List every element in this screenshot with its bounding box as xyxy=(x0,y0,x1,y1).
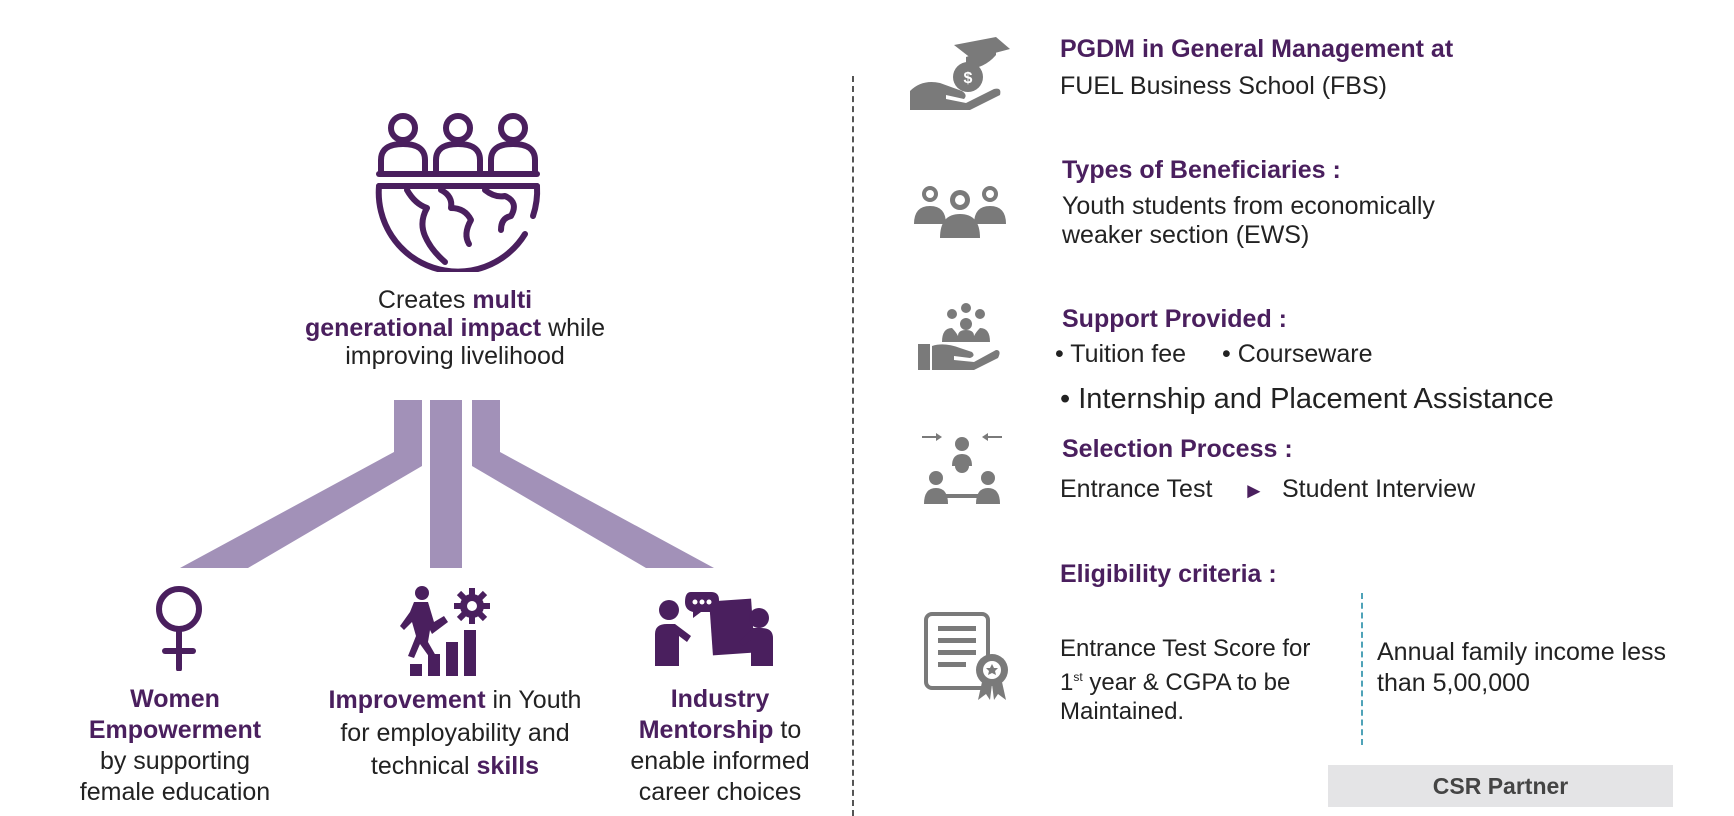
support-item-courseware: • Courseware xyxy=(1222,340,1373,368)
eligibility-separator xyxy=(1361,593,1363,745)
svg-text:$: $ xyxy=(964,70,973,87)
vertical-divider xyxy=(852,76,854,816)
hand-people-icon xyxy=(918,303,1000,370)
eligibility-left-line2-num: 1 xyxy=(1060,669,1074,696)
eligibility-right-line1: Annual family income less xyxy=(1377,638,1667,666)
pillar-2-bold: Improvement xyxy=(328,686,486,714)
impact-line1-bold: multi xyxy=(472,286,533,314)
eligibility-left-line1: Entrance Test Score for xyxy=(1060,635,1311,662)
eligibility-right-line2: than 5,00,000 xyxy=(1377,669,1530,697)
pillar-2-line3-pre: technical xyxy=(370,752,477,780)
selection-process-icon xyxy=(922,433,1002,504)
impact-line3: improving livelihood xyxy=(345,342,565,370)
eligibility-title: Eligibility criteria : xyxy=(1060,560,1277,588)
beneficiaries-line1: Youth students from economically xyxy=(1062,192,1435,220)
impact-line2-post: while xyxy=(541,314,606,342)
pillar-3-line4: career choices xyxy=(638,778,802,806)
pillar-1-bold-1: Women xyxy=(130,685,220,713)
stairs-gear-icon xyxy=(400,586,490,676)
branch-connector xyxy=(180,400,714,568)
selection-title: Selection Process : xyxy=(1062,435,1293,463)
eligibility-left-line2-sup: st xyxy=(1073,670,1083,684)
support-item-internship: • Internship and Placement Assistance xyxy=(1060,383,1554,415)
people-globe-icon xyxy=(375,113,541,272)
pillar-youth-improvement: Improvement in Youth for employability a… xyxy=(300,684,610,783)
impact-line1-pre: Creates xyxy=(377,286,473,314)
impact-statement: Creates multi generational impact while … xyxy=(260,286,650,370)
pillar-1-line3: by supporting xyxy=(99,747,251,775)
pillar-1-bold-2: Empowerment xyxy=(88,716,262,744)
mentorship-icon xyxy=(655,592,773,666)
support-title: Support Provided : xyxy=(1062,305,1287,333)
eligibility-left-line3: Maintained. xyxy=(1060,698,1185,725)
pillar-3-bold-1: Industry xyxy=(670,685,770,713)
selection-step-interview: Student Interview xyxy=(1282,475,1476,503)
program-subtitle: FUEL Business School (FBS) xyxy=(1060,72,1387,100)
group-beneficiaries-icon xyxy=(914,186,1006,238)
program-title: PGDM in General Management at xyxy=(1060,35,1454,63)
pillar-3-post: to xyxy=(773,716,802,744)
pillar-3-bold-2: Mentorship xyxy=(638,716,774,744)
eligibility-income: Annual family income less than 5,00,000 xyxy=(1377,637,1687,699)
selection-arrow-icon: ► xyxy=(1243,478,1265,503)
hand-coin-graduation-icon: $ xyxy=(910,37,1010,110)
female-symbol-icon xyxy=(156,586,202,671)
beneficiaries-title: Types of Beneficiaries : xyxy=(1062,156,1341,184)
impact-line2-bold: generational impact xyxy=(304,314,542,342)
pillar-1-line4: female education xyxy=(79,778,271,806)
certificate-icon xyxy=(924,612,1008,700)
support-item-tuition: • Tuition fee xyxy=(1055,340,1187,368)
pillar-3-line3: enable informed xyxy=(630,747,810,775)
eligibility-academic: Entrance Test Score for 1st year & CGPA … xyxy=(1060,634,1350,726)
pillar-2-line2: for employability and xyxy=(340,719,570,747)
csr-partner-badge: CSR Partner xyxy=(1328,765,1673,807)
selection-step-entrance-test: Entrance Test xyxy=(1060,475,1213,503)
beneficiaries-line2: weaker section (EWS) xyxy=(1062,221,1310,249)
pillar-women-empowerment: Women Empowerment by supporting female e… xyxy=(55,684,295,808)
pillar-industry-mentorship: Industry Mentorship to enable informed c… xyxy=(605,684,835,808)
pillar-2-line3-bold: skills xyxy=(476,752,540,780)
eligibility-left-line2-post: year & CGPA to be xyxy=(1082,669,1291,696)
pillar-2-post: in Youth xyxy=(485,686,582,714)
